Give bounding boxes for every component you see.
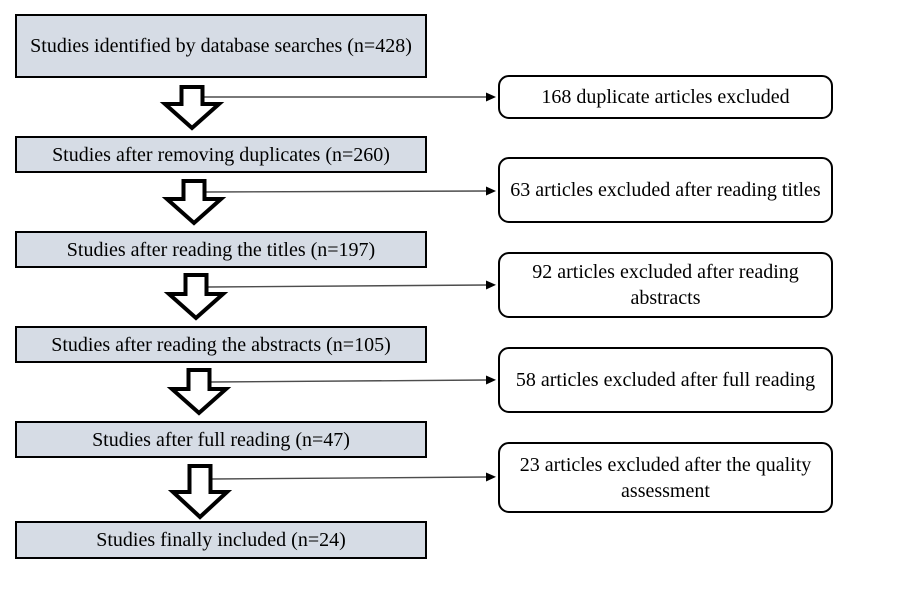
excluded-box-abstracts: 92 articles excluded after reading abstr…	[498, 252, 833, 318]
connector-arrow-icon-5	[211, 472, 496, 482]
process-box-abstracts: Studies after reading the abstracts (n=1…	[15, 326, 427, 363]
excluded-box-label: 63 articles excluded after reading title…	[510, 179, 821, 201]
excluded-box-duplicates: 168 duplicate articles excluded	[498, 75, 833, 119]
process-box-titles: Studies after reading the titles (n=197)	[15, 231, 427, 268]
excluded-box-label: 58 articles excluded after full reading	[515, 369, 816, 391]
process-box-label: Studies identified by database searches …	[30, 35, 412, 57]
process-box-deduplicated: Studies after removing duplicates (n=260…	[15, 136, 427, 173]
process-box-full-reading: Studies after full reading (n=47)	[15, 421, 427, 458]
process-box-label: Studies after removing duplicates (n=260…	[52, 143, 390, 166]
excluded-box-label: 168 duplicate articles excluded	[541, 86, 790, 108]
process-box-label: Studies after full reading (n=47)	[92, 428, 350, 451]
connector-arrow-icon-3	[207, 280, 496, 290]
excluded-box-full-reading: 58 articles excluded after full reading	[498, 347, 833, 413]
process-box-label: Studies finally included (n=24)	[96, 529, 346, 551]
process-box-label: Studies after reading the titles (n=197)	[66, 238, 376, 261]
connector-arrow-icon-2	[205, 186, 496, 196]
block-arrow-down-icon-2	[161, 179, 227, 226]
excluded-box-titles: 63 articles excluded after reading title…	[498, 157, 833, 223]
excluded-box-label: 92 articles excluded after reading abstr…	[532, 261, 799, 309]
excluded-box-label: 23 articles excluded after the quality a…	[519, 453, 812, 502]
connector-arrow-icon-4	[210, 375, 496, 385]
block-arrow-down-icon-5	[167, 464, 233, 520]
block-arrow-down-icon-3	[163, 273, 229, 321]
excluded-box-quality: 23 articles excluded after the quality a…	[498, 442, 833, 513]
block-arrow-down-icon-1	[159, 85, 225, 131]
block-arrow-down-icon-4	[166, 368, 232, 416]
process-box-identified: Studies identified by database searches …	[15, 14, 427, 78]
process-box-included: Studies finally included (n=24)	[15, 521, 427, 559]
process-box-label: Studies after reading the abstracts (n=1…	[51, 333, 391, 356]
